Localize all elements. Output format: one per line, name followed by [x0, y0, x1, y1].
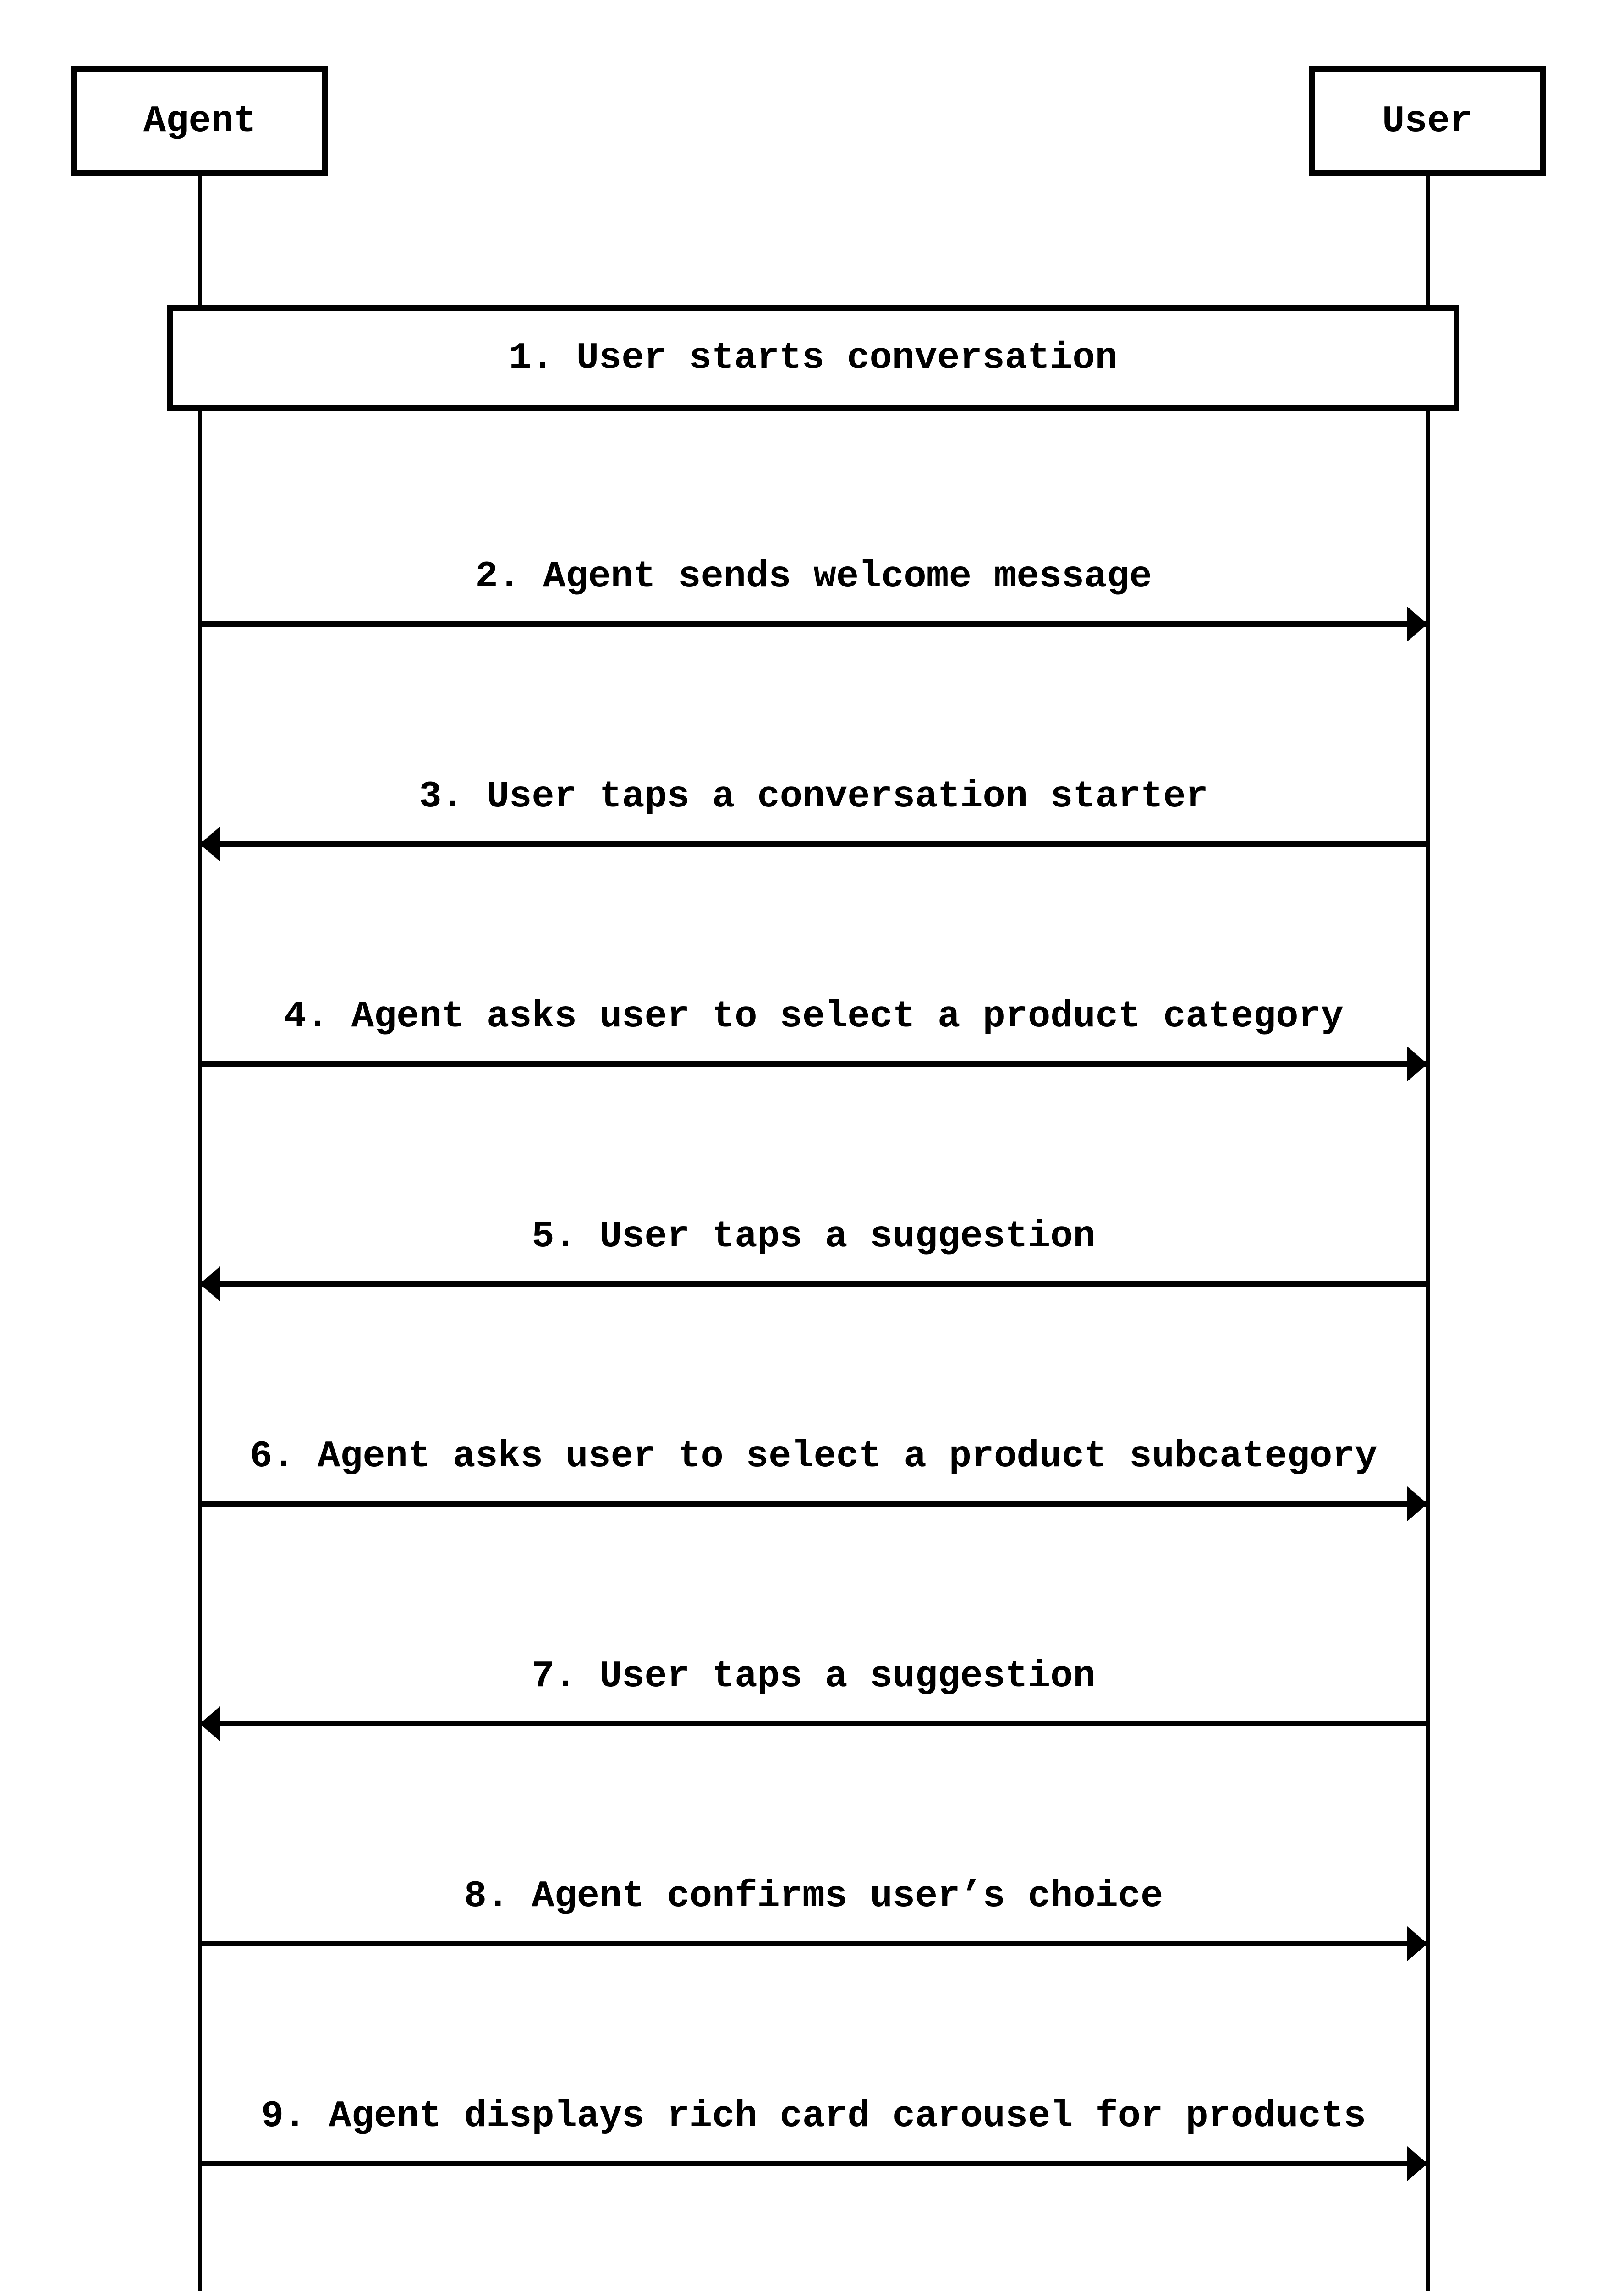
message-row: 10. User selects a product — [200, 2235, 1427, 2291]
message-row: 9. Agent displays rich card carousel for… — [200, 2015, 1427, 2181]
message-row: 4. Agent asks user to select a product c… — [200, 915, 1427, 1081]
message-label: 4. Agent asks user to select a product c… — [108, 993, 1519, 1040]
arrowhead-icon — [1407, 607, 1427, 641]
user-lifeline — [1426, 176, 1430, 2291]
message-arrow-line — [200, 2161, 1427, 2166]
message-label: 3. User taps a conversation starter — [108, 773, 1519, 820]
message-label: 9. Agent displays rich card carousel for… — [108, 2093, 1519, 2140]
message-label-line: 7. User taps a suggestion — [532, 1655, 1096, 1698]
message-arrow-line — [200, 1501, 1427, 1507]
message-arrow-line — [200, 621, 1427, 627]
arrowhead-icon — [200, 827, 220, 861]
message-label-line: 4. Agent asks user to select a product c… — [284, 995, 1344, 1038]
message-label-line: 8. Agent confirms user’s choice — [464, 1875, 1163, 1918]
actor-box-agent-top: Agent — [71, 66, 328, 176]
message-row: 2. Agent sends welcome message — [200, 476, 1427, 641]
message-row: 6. Agent asks user to select a product s… — [200, 1355, 1427, 1521]
message-arrow-line — [200, 1941, 1427, 1946]
message-label-line: 3. User taps a conversation starter — [419, 775, 1208, 818]
message-row: 5. User taps a suggestion — [200, 1135, 1427, 1301]
arrowhead-icon — [200, 1266, 220, 1301]
arrowhead-icon — [200, 1706, 220, 1741]
arrowhead-icon — [1407, 1486, 1427, 1521]
message-label: 6. Agent asks user to select a product s… — [108, 1433, 1519, 1480]
note-text: 1. User starts conversation — [509, 337, 1118, 379]
message-label: 7. User taps a suggestion — [108, 1653, 1519, 1700]
actor-box-user-top: User — [1309, 66, 1546, 176]
message-label: 2. Agent sends welcome message — [108, 553, 1519, 600]
message-arrow-line — [200, 1061, 1427, 1067]
message-label-line: 6. Agent asks user to select a product s… — [250, 1435, 1377, 1478]
actor-label-user-top: User — [1382, 100, 1472, 143]
agent-lifeline — [198, 176, 202, 2291]
arrowhead-icon — [1407, 1047, 1427, 1081]
arrowhead-icon — [1407, 2146, 1427, 2181]
message-label-line: 5. User taps a suggestion — [532, 1215, 1096, 1258]
message-label-line: 9. Agent displays rich card carousel for… — [261, 2095, 1366, 2138]
message-row: 8. Agent confirms user’s choice — [200, 1795, 1427, 1961]
message-row: 3. User taps a conversation starter — [200, 696, 1427, 861]
message-label-line: 2. Agent sends welcome message — [475, 555, 1152, 598]
message-row: 7. User taps a suggestion — [200, 1575, 1427, 1741]
note-box: 1. User starts conversation — [167, 305, 1459, 411]
arrowhead-icon — [1407, 1926, 1427, 1961]
message-arrow-line — [200, 1721, 1427, 1726]
message-label: 8. Agent confirms user’s choice — [108, 1873, 1519, 1920]
message-arrow-line — [200, 1281, 1427, 1287]
actor-label-agent-top: Agent — [143, 100, 257, 143]
message-label: 5. User taps a suggestion — [108, 1213, 1519, 1260]
message-arrow-line — [200, 841, 1427, 847]
